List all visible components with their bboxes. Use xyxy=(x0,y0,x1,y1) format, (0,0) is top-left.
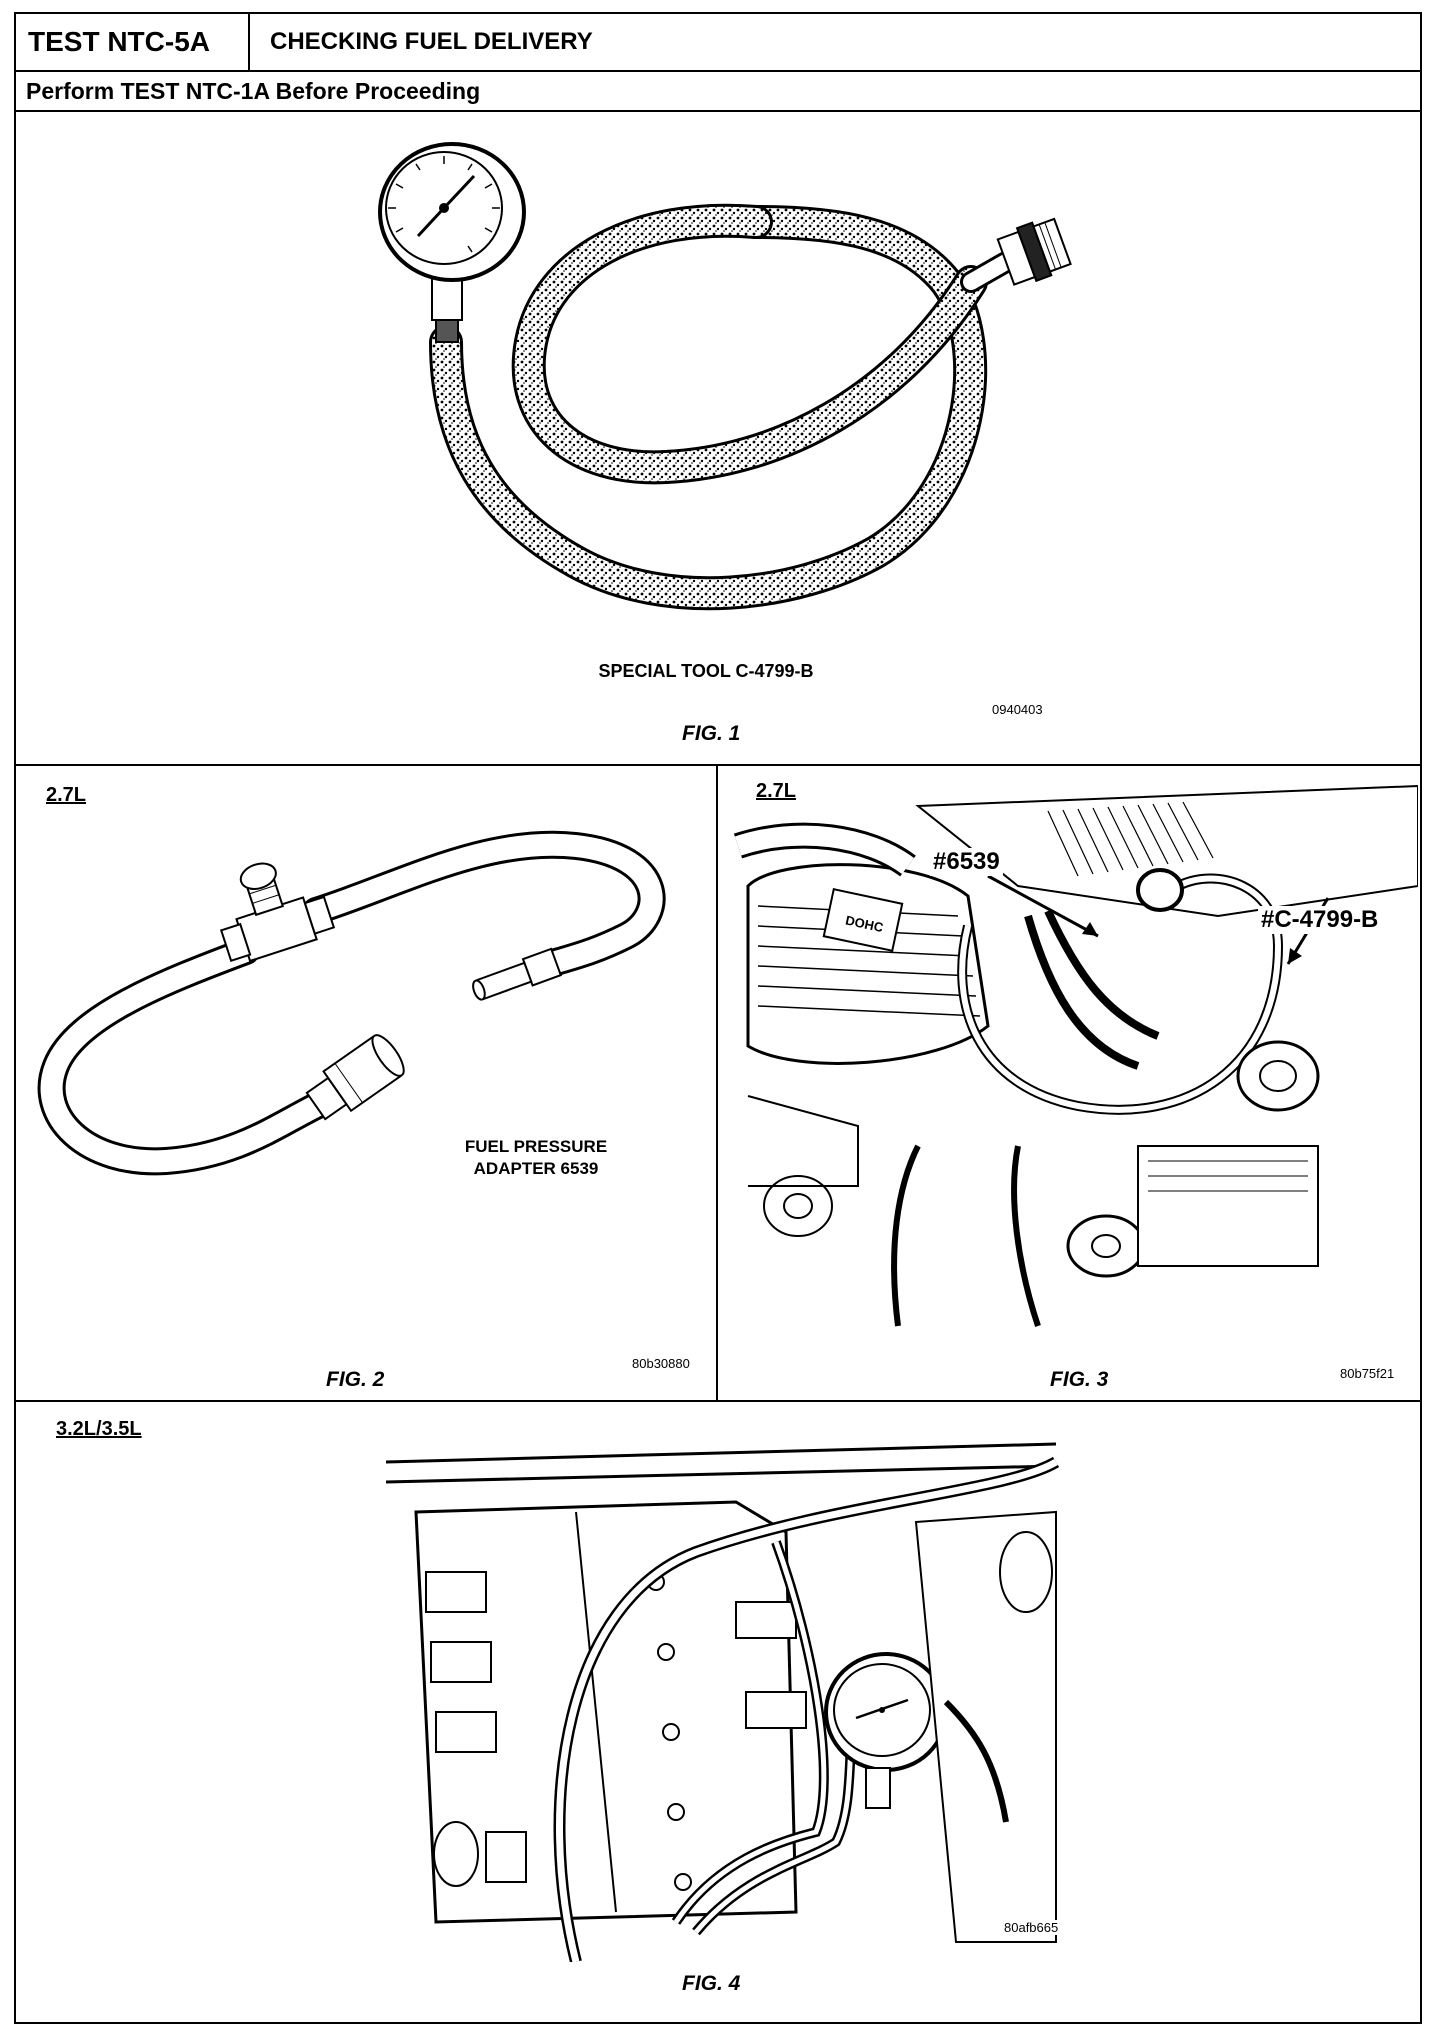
gauge-c-4799-b-callout: #C-4799-B xyxy=(1258,906,1382,934)
header-row: TEST NTC-5A CHECKING FUEL DELIVERY xyxy=(16,14,1420,72)
figure-1-code: 0940403 xyxy=(992,702,1043,717)
figure-3-panel: DOHC xyxy=(718,766,1420,1402)
adapter-6539-callout: #6539 xyxy=(930,848,1003,876)
figure-4-code: 80afb665 xyxy=(1004,1920,1059,1935)
figure-2-engine-label: 2.7L xyxy=(46,784,87,806)
figure-2-label: FIG. 2 xyxy=(326,1368,385,1391)
engine-bay-2-7l-illustration: DOHC xyxy=(733,784,1418,1346)
fuel-pressure-gauge-illustration xyxy=(378,142,1072,611)
test-title: CHECKING FUEL DELIVERY xyxy=(270,28,593,55)
figure-4-panel: 3.2L/3.5L xyxy=(16,1402,1420,2022)
figure-1-caption: SPECIAL TOOL C-4799-B xyxy=(598,661,814,681)
figure-2-panel: 2.7L xyxy=(16,766,718,1402)
fuel-pressure-adapter-illustration xyxy=(37,830,666,1176)
figure-3-label: FIG. 3 xyxy=(1050,1368,1109,1391)
figure-2-caption-line1: FUEL PRESSURE xyxy=(464,1137,608,1156)
prerequisite-note: Perform TEST NTC-1A Before Proceeding xyxy=(16,72,1420,112)
test-id: TEST NTC-5A xyxy=(16,14,250,70)
engine-bay-3-2l-3-5l-illustration xyxy=(385,1442,1060,1962)
figure-3-code: 80b75f21 xyxy=(1340,1366,1395,1381)
figure-4-label: FIG. 4 xyxy=(682,1972,741,1995)
figure-1-label: FIG. 1 xyxy=(682,722,741,745)
figure-4-engine-label: 3.2L/3.5L xyxy=(56,1418,142,1440)
procedure-page: TEST NTC-5A CHECKING FUEL DELIVERY Perfo… xyxy=(14,12,1422,2024)
figure-3-engine-label: 2.7L xyxy=(756,780,797,803)
figure-2-caption-line2: ADAPTER 6539 xyxy=(473,1159,599,1178)
figure-1-panel: SPECIAL TOOL C-4799-B 0940403 FIG. 1 xyxy=(16,112,1420,766)
figure-2-code: 80b30880 xyxy=(632,1356,690,1371)
